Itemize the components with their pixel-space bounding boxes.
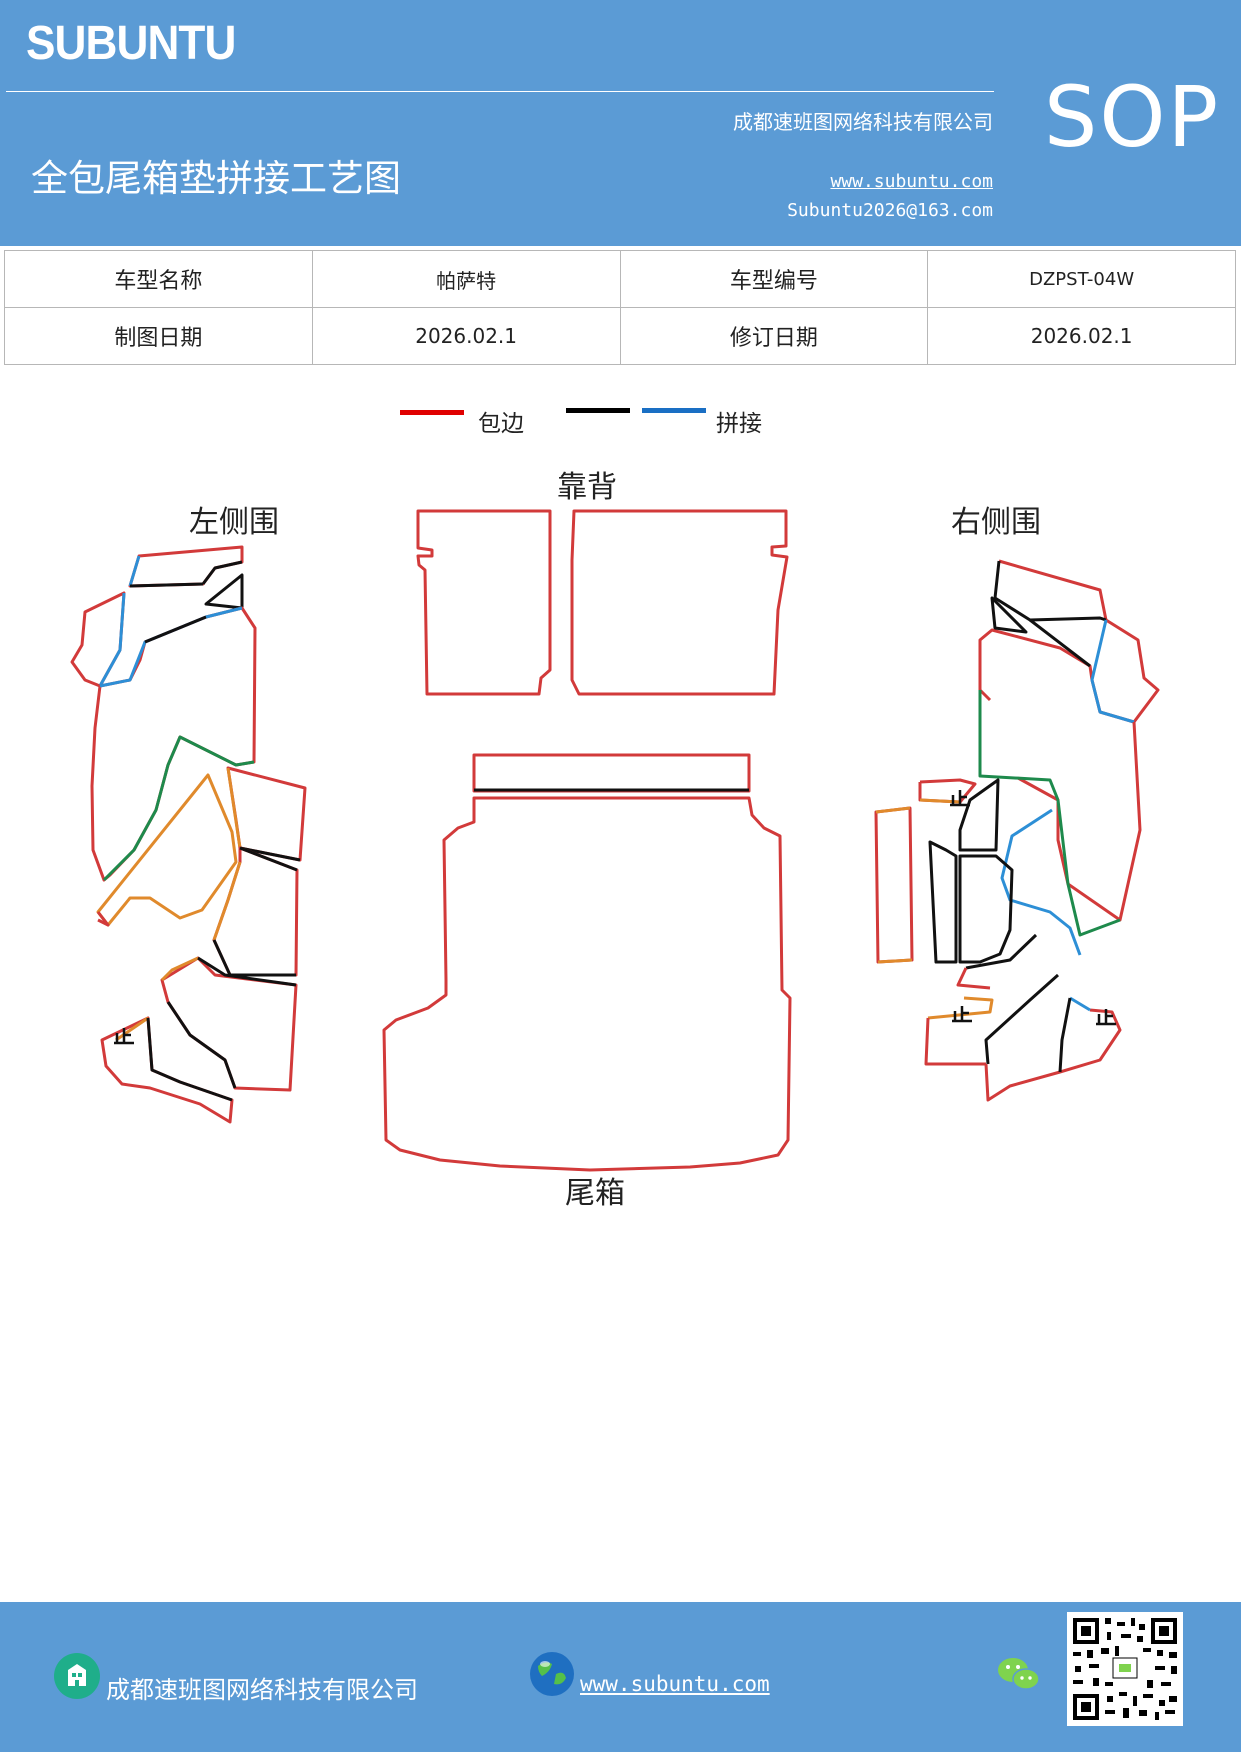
left-orange-edge (212, 861, 242, 941)
model-name-value: 帕萨特 (311, 250, 621, 308)
left-orange-panel (96, 773, 238, 927)
label-trunk: 尾箱 (565, 1176, 625, 1211)
right-stop-mark (1096, 1009, 1116, 1026)
right-black-edge (1058, 997, 1072, 1073)
model-code-label: 车型编号 (619, 250, 929, 308)
left-green-edge (102, 735, 255, 882)
right-panel-piece (874, 806, 914, 964)
right-black-edge (984, 973, 1059, 1065)
right-black-edge (993, 560, 1107, 622)
trunk-main-panel (382, 796, 792, 1172)
header-divider (6, 91, 994, 92)
left-side-panels (70, 545, 307, 1124)
left-panel-piece (70, 591, 126, 688)
legend-splice-swatch (642, 408, 706, 413)
table-row: 车型名称 帕萨特 车型编号 DZPST-04W (4, 250, 1236, 308)
backrest-panels (416, 509, 789, 696)
draw-date-value: 2026.02.1 (311, 307, 621, 365)
draw-date-label: 制图日期 (4, 307, 313, 365)
qr-code[interactable] (1067, 1612, 1183, 1726)
right-side-panels (874, 559, 1160, 1102)
right-black-edge (958, 854, 1014, 964)
trunk-top-strip (472, 753, 751, 793)
footer-company-name: 成都速班图网络科技有限公司 (106, 1676, 418, 1704)
right-stop-mark (950, 790, 970, 807)
left-panel-piece (100, 1016, 234, 1124)
backrest-right-panel (570, 509, 789, 696)
label-backrest: 靠背 (557, 470, 617, 505)
left-black-edge (204, 573, 244, 610)
right-black-edge (965, 933, 1038, 970)
splice-diagram: 左侧围 靠背 右侧围 尾箱 (70, 470, 1160, 1211)
right-black-edge (990, 596, 1028, 634)
legend: 包边 拼接 (400, 398, 820, 438)
right-green-edge (978, 690, 1060, 801)
footer-website-link[interactable]: www.subuntu.com (580, 1672, 770, 1696)
revise-date-label: 修订日期 (619, 307, 929, 365)
right-panel-piece (978, 559, 1160, 724)
right-orange-edge (875, 806, 913, 964)
backrest-left-panel (416, 509, 552, 696)
legend-black-swatch (566, 408, 630, 413)
header-company-name: 成都速班图网络科技有限公司 (733, 110, 993, 134)
right-panel-piece (924, 1017, 986, 1066)
right-black-edge (958, 778, 1000, 852)
right-stop-mark (952, 1006, 972, 1023)
document-title: 全包尾箱垫拼接工艺图 (31, 157, 401, 200)
revise-date-value: 2026.02.1 (927, 307, 1236, 365)
right-splice-edge (1069, 996, 1091, 1012)
right-orange-edge (927, 996, 994, 1020)
header-website-link[interactable]: www.subuntu.com (830, 171, 993, 192)
brand-logo: SUBUNTU (26, 17, 236, 70)
header-email: Subuntu2026@163.com (787, 200, 993, 221)
model-name-label: 车型名称 (4, 250, 313, 308)
right-panel-piece (984, 1008, 1122, 1102)
left-black-edge (166, 956, 297, 1089)
page-header: SUBUNTU 成都速班图网络科技有限公司 全包尾箱垫拼接工艺图 www.sub… (0, 0, 1241, 246)
label-left-side: 左侧围 (189, 505, 279, 540)
right-panel-piece (918, 778, 977, 804)
globe-icon (530, 1652, 574, 1696)
left-black-edge (239, 846, 301, 862)
left-splice-edge (128, 555, 141, 587)
left-black-edge (129, 582, 204, 588)
left-orange-edge (115, 1016, 149, 1042)
left-orange-edge (226, 767, 242, 849)
sop-badge: SOP (1044, 68, 1221, 166)
left-panel-piece (90, 606, 257, 882)
right-black-edge (1029, 618, 1091, 668)
left-stop-mark (114, 1028, 134, 1045)
right-splice-edge (1090, 619, 1135, 724)
left-black-edge (146, 1017, 233, 1102)
building-icon (54, 1653, 100, 1699)
trunk-floor (382, 753, 792, 1172)
model-code-value: DZPST-04W (927, 250, 1236, 308)
page-footer: 成都速班图网络科技有限公司 www.subuntu.com (0, 1602, 1241, 1752)
legend-splice-label: 拼接 (716, 411, 762, 437)
left-panel-piece (96, 911, 110, 927)
left-orange-edge (160, 956, 199, 982)
right-black-edge (928, 840, 958, 964)
left-black-edge (212, 846, 298, 977)
right-green-edge (1056, 799, 1121, 937)
left-panel-piece (212, 846, 299, 977)
label-right-side: 右侧围 (951, 505, 1041, 540)
info-table: 车型名称 帕萨特 车型编号 DZPST-04W 制图日期 2026.02.1 修… (4, 250, 1236, 365)
left-black-edge (201, 560, 243, 585)
wechat-icon (998, 1658, 1040, 1690)
left-splice-edge (98, 592, 126, 687)
legend-hem-swatch (400, 410, 464, 415)
legend-hem-label: 包边 (478, 411, 524, 437)
right-panel-piece (956, 967, 991, 990)
left-black-edge (144, 615, 207, 644)
table-row: 制图日期 2026.02.1 修订日期 2026.02.1 (4, 307, 1236, 365)
